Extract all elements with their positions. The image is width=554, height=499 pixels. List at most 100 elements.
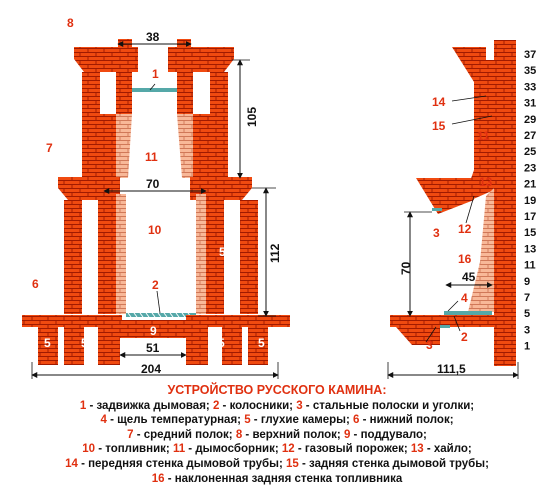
smoke-damper (132, 88, 177, 92)
row-number: 11 (524, 260, 536, 272)
row-number: 17 (524, 211, 536, 223)
base-column-1 (38, 327, 58, 365)
legend-line: 16 - наклоненная задняя стенка топливник… (0, 472, 554, 487)
upper-pillar-right-inner (177, 59, 193, 114)
dim-upper-height: 105 (245, 107, 259, 127)
legend-key: 7 (127, 428, 134, 441)
legend-desc: - стальные полоски и уголки; (302, 399, 475, 412)
label-side-inclined-wall: 16 (458, 252, 472, 266)
label-side-steel-upper: 3 (433, 226, 440, 240)
base-column-4 (186, 327, 208, 365)
label-smoke-collector: 11 (145, 150, 158, 164)
label-chamber-mid-right: 5 (219, 245, 226, 259)
dim-side-height: 70 (399, 261, 413, 275)
legend-desc: - наклоненная задняя стенка топливника (164, 472, 403, 485)
dim-mid-width: 70 (146, 177, 160, 191)
legend-desc: - топливник; (95, 443, 173, 456)
firebox-right-lining (196, 194, 206, 314)
legend-key: 2 (212, 399, 220, 412)
label-side-front-wall: 14 (432, 95, 446, 109)
label-bottom-shelf: 6 (32, 277, 39, 291)
legend-line: 1 - задвижка дымовая; 2 - колосники; 3 -… (0, 399, 554, 414)
base-column-2 (64, 327, 84, 365)
legend-desc: - нижний полок; (359, 414, 454, 427)
base-block (396, 327, 440, 345)
legend-lines: 1 - задвижка дымовая; 2 - колосники; 3 -… (0, 399, 554, 487)
rear-wall (494, 40, 516, 366)
dim-base-width: 204 (141, 362, 161, 376)
upper-pillar-left-inner (116, 59, 132, 114)
chimney-front-wall (474, 60, 486, 170)
base-column-3 (98, 327, 120, 365)
row-number: 27 (524, 130, 536, 142)
dim-mid-height: 112 (268, 243, 282, 263)
legend-title: УСТРОЙСТВО РУССКОГО КАМИНА: (167, 383, 387, 397)
label-ash-pit: 9 (150, 324, 157, 338)
grate (126, 313, 196, 317)
label-grate: 2 (152, 278, 159, 292)
legend-line: 10 - топливник; 11 - дымосборник; 12 - г… (0, 442, 554, 457)
bottom-shelf-right (186, 315, 290, 327)
legend-desc: - дымосборник; (185, 443, 282, 456)
label-side-back-wall: 15 (432, 119, 446, 133)
row-number: 1 (524, 341, 530, 353)
upper-shelf-right (168, 47, 234, 59)
legend-desc: - хайло; (423, 443, 472, 456)
row-number: 23 (524, 162, 536, 174)
label-chamber-upper-right: 5 (196, 90, 203, 104)
legend-key: 15 (286, 457, 299, 470)
row-number: 19 (524, 195, 536, 207)
legend-desc: - поддувало; (350, 428, 427, 441)
row-number: 9 (524, 276, 530, 288)
label-side-throat: 13 (479, 175, 493, 189)
dim-ash-width: 51 (146, 341, 160, 355)
row-number: 5 (524, 308, 530, 320)
legend-key: 13 (410, 443, 424, 456)
base-column-6 (248, 327, 268, 365)
legend-desc: - верхний полок; (242, 428, 344, 441)
lower-pillar-right-inner (206, 188, 224, 314)
row-number: 21 (524, 179, 536, 191)
lower-pillar-left-outer (64, 200, 82, 314)
upper-shelf-left (74, 47, 138, 59)
label-chamber-base-2: 5 (81, 336, 88, 350)
front-view: 38 105 70 112 51 204 8 1 5 5 11 7 10 5 5… (22, 16, 290, 379)
grate-side (444, 311, 492, 315)
label-chamber-mid-left: 5 (84, 245, 91, 259)
row-number: 33 (524, 81, 536, 93)
side-view: 70 45 111,5 14 15 11 13 3 12 16 4 2 3 37… (387, 40, 536, 379)
ash-pit (120, 320, 186, 338)
firebox-left-lining (116, 194, 126, 314)
legend-desc: - задвижка дымовая; (86, 399, 213, 412)
row-number: 29 (524, 114, 536, 126)
label-chamber-base-1: 5 (44, 336, 51, 350)
label-side-steel-lower: 3 (426, 338, 433, 352)
label-middle-shelf: 7 (46, 141, 53, 155)
label-side-smoke-collector: 11 (477, 129, 490, 143)
inclined-back-wall (468, 188, 494, 312)
row-number: 13 (524, 243, 536, 255)
label-chamber-base-4: 5 (258, 336, 265, 350)
lower-pillar-left-inner (98, 188, 116, 314)
smoke-collector-left-base (100, 114, 116, 180)
row-number: 37 (524, 49, 536, 61)
legend-key: 14 (65, 457, 78, 470)
legend-key: 16 (151, 472, 165, 485)
row-number: 3 (524, 324, 530, 336)
legend-line: 7 - средний полок; 8 - верхний полок; 9 … (0, 428, 554, 443)
legend-line: 14 - передняя стенка дымовой трубы; 15 -… (0, 457, 554, 472)
label-upper-shelf: 8 (67, 16, 74, 30)
legend-desc: - средний полок; (133, 428, 236, 441)
legend-line: 4 - щель температурная; 5 - глухие камер… (0, 413, 554, 428)
legend-desc: - глухие камеры; (250, 414, 353, 427)
row-number: 25 (524, 146, 536, 158)
label-side-thermal-gap: 4 (461, 291, 468, 305)
middle-shelf-left (58, 177, 120, 188)
middle-shelf-side (416, 178, 474, 214)
dim-side-depth: 111,5 (437, 362, 466, 376)
row-number: 31 (524, 98, 536, 110)
legend-desc: - щель температурная; (106, 414, 245, 427)
smoke-collector-right-base (193, 114, 210, 180)
legend-key: 5 (244, 414, 251, 427)
upper-pillar-left-outer (82, 72, 100, 180)
